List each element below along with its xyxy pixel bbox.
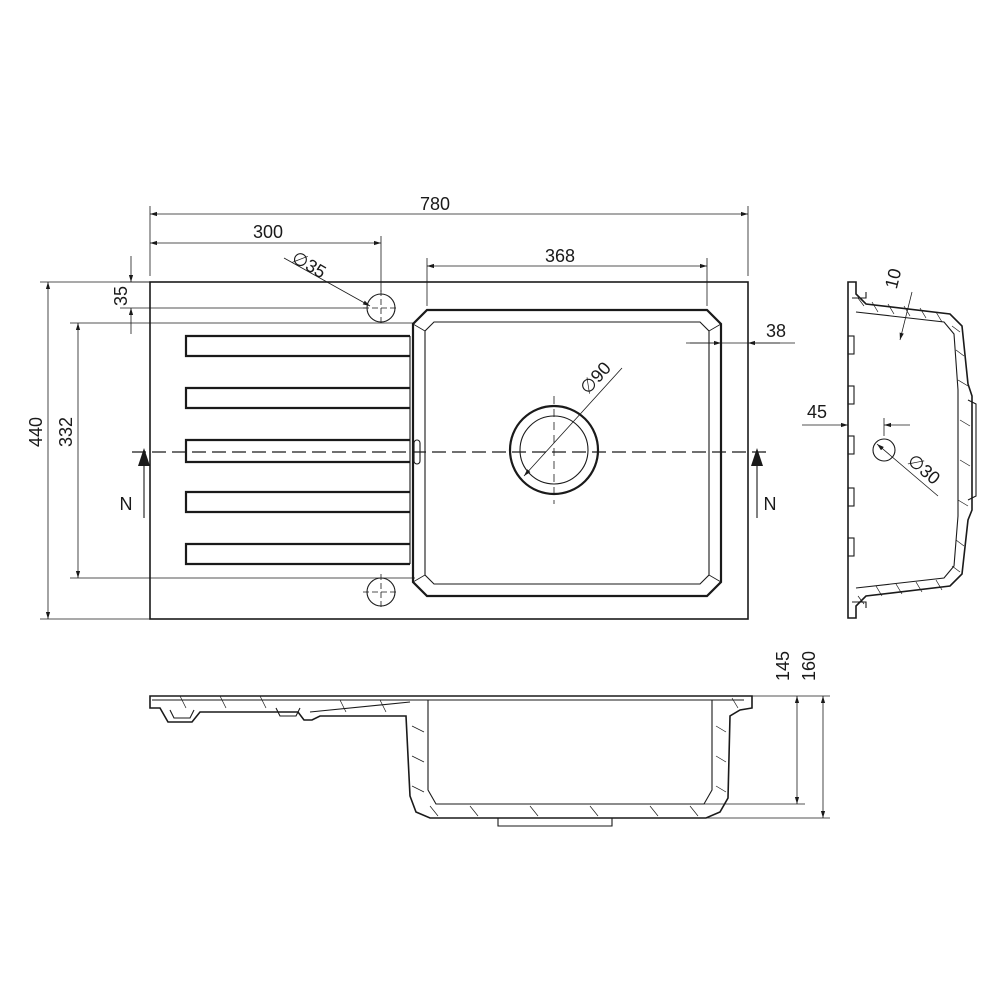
front-waste-outlet — [497, 818, 613, 827]
bowl-inner-edge — [424, 321, 710, 585]
drainer-groove — [184, 490, 410, 514]
drainer-groove — [184, 386, 410, 410]
label-drainer-offset: 300 — [253, 222, 283, 242]
label-drainer-depth: 332 — [56, 417, 76, 447]
front-section-view — [149, 695, 830, 827]
drainer-grooves — [184, 334, 411, 566]
tap-hole-top — [363, 290, 399, 326]
drainer-groove — [184, 438, 410, 464]
drainer-groove — [184, 334, 410, 358]
dim-drainer-depth — [70, 322, 415, 579]
side-overflow-bracket — [967, 399, 977, 501]
dim-side-offset — [802, 418, 910, 436]
side-ribs — [847, 335, 855, 557]
label-section-left: N — [120, 494, 133, 514]
section-arrow-left — [138, 448, 150, 518]
label-overall-width: 780 — [420, 194, 450, 214]
bowl-outer-edge — [411, 308, 723, 598]
label-bowl-width: 368 — [545, 246, 575, 266]
label-edge-offset: 35 — [111, 286, 131, 306]
label-section-right: N — [764, 494, 777, 514]
dim-drainer-offset — [150, 236, 382, 292]
label-bowl-depth-inner: 145 — [773, 651, 793, 681]
dim-overall-width — [149, 206, 749, 276]
side-profile-inner — [855, 311, 959, 589]
top-view — [40, 206, 795, 620]
side-profile-outer — [847, 281, 973, 619]
sink-outline — [149, 281, 749, 620]
dim-bowl-width — [426, 258, 708, 306]
label-bowl-depth-outer: 160 — [799, 651, 819, 681]
side-overflow-hole — [872, 438, 896, 462]
label-side-offset: 45 — [807, 402, 827, 422]
label-rim-thickness: 10 — [881, 266, 905, 290]
label-bowl-edge-offset: 38 — [766, 321, 786, 341]
leader-waste — [523, 367, 623, 477]
front-profile-outer — [149, 695, 753, 819]
front-bowl-inner — [427, 700, 713, 805]
leader-tap-hole — [283, 257, 371, 307]
label-overall-depth: 440 — [26, 417, 46, 447]
dim-rim-thickness — [899, 291, 913, 341]
dim-bowl-depth — [610, 695, 830, 819]
side-section-view — [802, 281, 977, 619]
section-arrow-right — [751, 448, 763, 518]
dim-overall-depth — [40, 281, 150, 620]
leader-overflow — [876, 443, 939, 497]
drainer-groove — [184, 542, 410, 566]
label-tap-hole-diameter: ∅35 — [289, 247, 330, 282]
